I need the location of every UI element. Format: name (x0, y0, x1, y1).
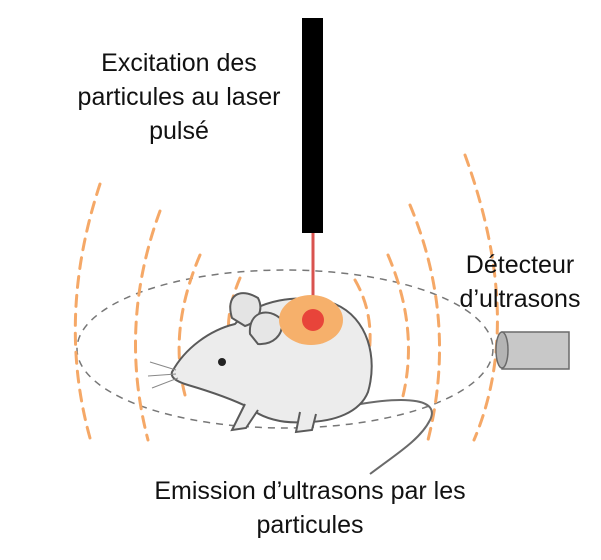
label-line: pulsé (149, 117, 209, 145)
label-line: Excitation des (101, 49, 257, 77)
wave-arc (134, 209, 162, 442)
ultrasound-detector (495, 331, 570, 370)
ultrasound-waves-left (73, 182, 242, 447)
mouse-whisker (147, 361, 179, 389)
mouse-eye (218, 358, 226, 366)
label-line: Détecteur (465, 251, 575, 279)
wave-arc (386, 253, 410, 402)
detector-label: Détecteur d’ultrasons (440, 248, 600, 316)
wave-arc (463, 153, 499, 442)
label-line: particules (256, 511, 364, 539)
detector-body (501, 331, 570, 370)
mouse-hind-leg (294, 411, 317, 434)
mouse-front-leg (230, 403, 259, 432)
label-line: particules au laser (77, 83, 281, 111)
detector-face (495, 331, 509, 369)
mouse-tail (354, 399, 433, 475)
label-line: d’ultrasons (459, 285, 581, 313)
laser-bar (302, 18, 323, 233)
propagation-ellipse (76, 269, 494, 429)
wave-arc (226, 276, 242, 354)
wave-arc (177, 253, 202, 397)
label-line: Emission d’ultrasons par les (154, 477, 466, 505)
wave-arc (408, 203, 442, 442)
excitation-core (302, 309, 324, 331)
laser-excitation-label: Excitation des particules au laser pulsé (60, 46, 298, 148)
wave-arc (73, 182, 102, 447)
emission-label: Emission d’ultrasons par les particules (110, 474, 510, 542)
